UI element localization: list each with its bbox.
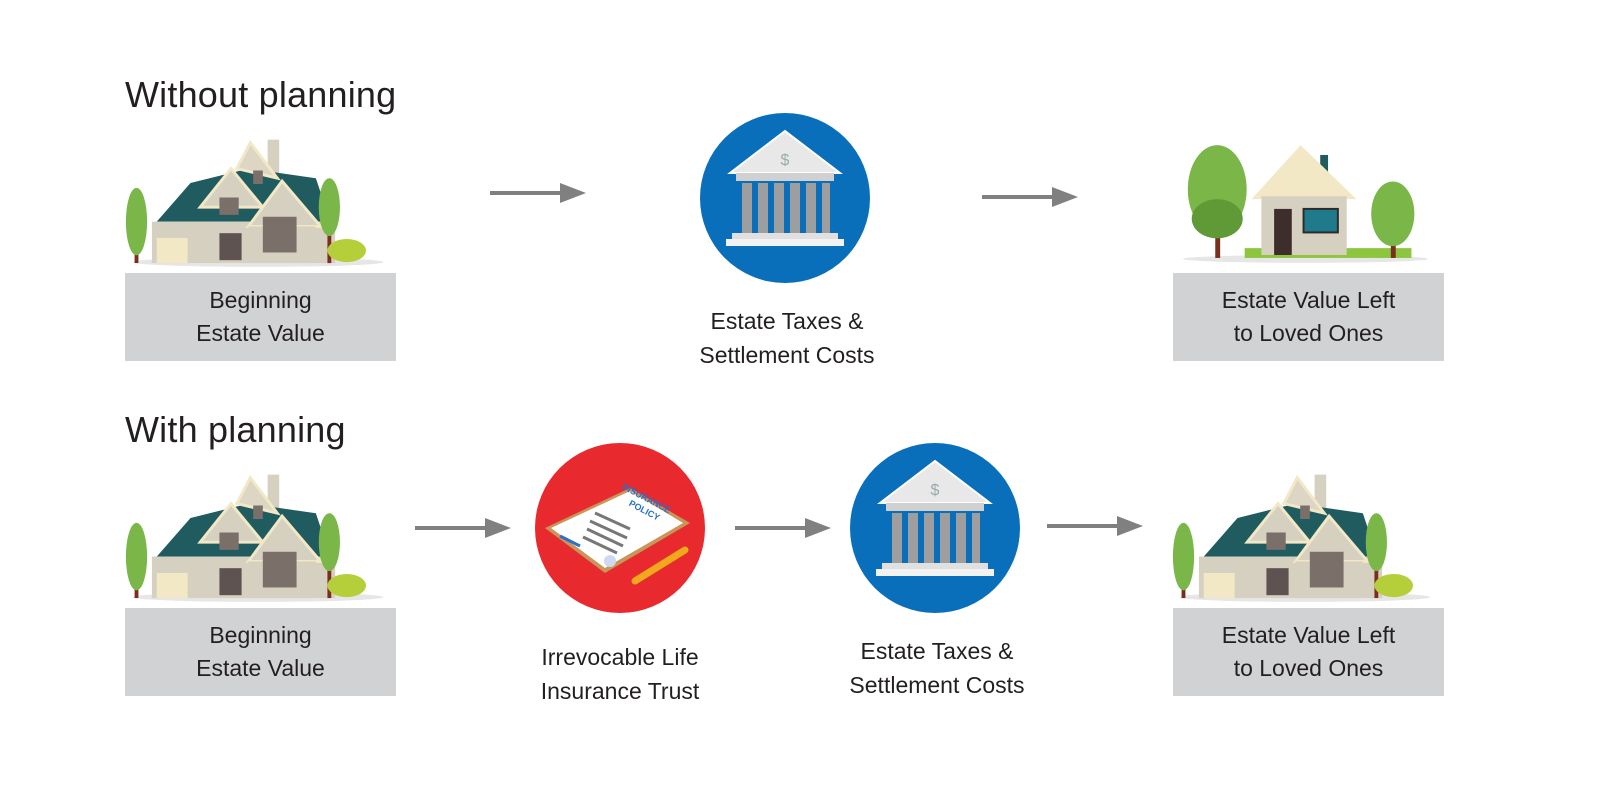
section-title-with-planning: With planning	[125, 409, 346, 450]
arrow-right-icon	[982, 187, 1078, 207]
arrow-right-icon	[735, 518, 831, 538]
estate-taxes-label: Estate Taxes & Settlement Costs	[637, 304, 937, 372]
mansion-icon	[123, 125, 393, 270]
bank-icon: $	[850, 443, 1020, 613]
label-line: Irrevocable Life	[541, 644, 699, 670]
bank-icon	[700, 113, 870, 283]
box-label-line: Beginning	[209, 287, 312, 313]
estate-value-left-box: Estate Value Left to Loved Ones	[1173, 273, 1444, 361]
box-label-line: to Loved Ones	[1233, 320, 1384, 346]
label-line: Settlement Costs	[849, 672, 1025, 698]
mansion-icon	[1170, 460, 1440, 605]
box-label-line: Estate Value	[196, 320, 325, 346]
label-line: Estate Taxes &	[710, 308, 864, 334]
box-label-line: Estate Value Left	[1221, 287, 1396, 313]
label-line: Insurance Trust	[540, 678, 700, 704]
ilit-label: Irrevocable Life Insurance Trust	[470, 640, 770, 708]
estate-taxes-label: Estate Taxes & Settlement Costs	[787, 634, 1087, 702]
arrow-right-icon	[490, 183, 586, 203]
section-title-without-planning: Without planning	[125, 74, 397, 115]
box-label-line: to Loved Ones	[1233, 655, 1384, 681]
mansion-icon	[123, 460, 393, 605]
beginning-estate-value-box: Beginning Estate Value	[125, 608, 396, 696]
box-label-line: Beginning	[209, 622, 312, 648]
label-line: Settlement Costs	[699, 342, 875, 368]
box-label-line: Estate Value	[196, 655, 325, 681]
arrow-right-icon	[1047, 516, 1143, 536]
dollar-sign: $	[931, 482, 940, 499]
label-line: Estate Taxes &	[860, 638, 1014, 664]
insurance-policy-icon: INSURANCE POLICY	[535, 443, 705, 613]
box-label-line: Estate Value Left	[1221, 622, 1396, 648]
estate-value-left-box: Estate Value Left to Loved Ones	[1173, 608, 1444, 696]
beginning-estate-value-box: Beginning Estate Value	[125, 273, 396, 361]
arrow-right-icon	[415, 518, 511, 538]
small-house-icon	[1178, 143, 1433, 265]
